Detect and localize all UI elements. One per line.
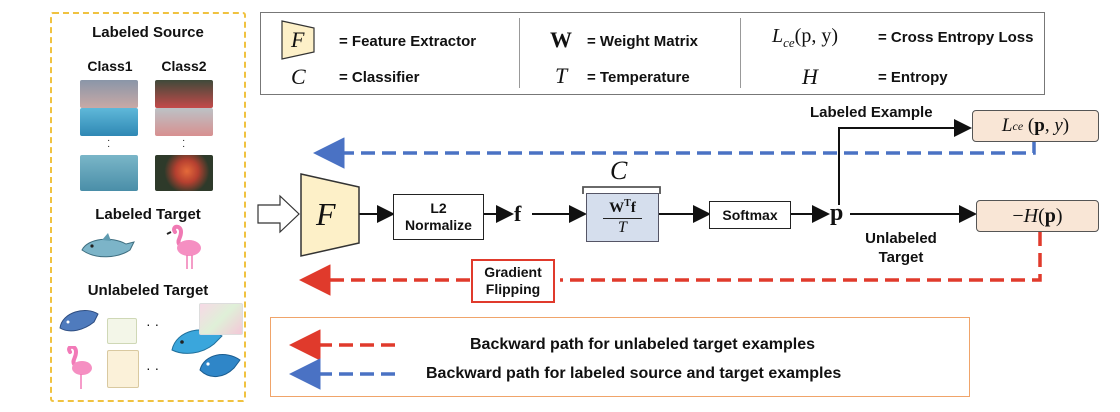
ellipsis-horizontal: · · <box>146 316 160 332</box>
labeled-example-label: Labeled Example <box>810 104 933 121</box>
dolphin-photo <box>80 155 138 191</box>
classifier-bracket <box>582 186 661 194</box>
classifier-block: WTf T <box>586 193 659 242</box>
legend-C-desc: = Classifier <box>339 69 420 86</box>
unlabeled-word: Unlabeled <box>865 230 937 247</box>
labeled-source-title: Labeled Source <box>92 24 204 41</box>
legend-divider <box>519 18 520 88</box>
ellipsis-vertical: ·· <box>107 135 111 152</box>
feature-symbol: f <box>514 201 522 226</box>
flamingo-photo <box>155 80 213 108</box>
flamingo-photo <box>155 108 213 136</box>
cartoon-flamingo-icon <box>166 224 201 269</box>
loss-sub: ce <box>1012 118 1024 133</box>
entropy-expr: −H(p) <box>1012 204 1063 227</box>
classifier-denominator: T <box>618 219 627 236</box>
unlabeled-target-label: Unlabeled Target <box>856 229 946 267</box>
gradient-word: Gradient <box>484 264 542 280</box>
arrow-p-to-Lce <box>838 119 972 205</box>
classifier-numerator: WTf <box>603 198 642 219</box>
blue-path-legend-text: Backward path for labeled source and tar… <box>426 365 842 382</box>
softmax-block: Softmax <box>709 201 791 229</box>
loss-args: (p, y) <box>1027 115 1070 136</box>
flamingo-painting <box>199 303 243 335</box>
dolphin-photo <box>80 80 138 108</box>
labeled-target-title: Labeled Target <box>95 206 201 223</box>
dolphin-photo <box>80 108 138 136</box>
legend-L-letter: L <box>772 25 784 47</box>
blue-backward-path <box>313 137 1036 169</box>
gradient-flipping-block: Gradient Flipping <box>471 259 555 303</box>
ellipsis-vertical: ·· <box>182 135 186 152</box>
legend-L-desc: = Cross Entropy Loss <box>878 29 1034 46</box>
feature-extractor-block <box>300 173 360 257</box>
class1-label: Class1 <box>87 58 133 74</box>
flamingo-photo <box>155 155 213 191</box>
extractor-swatch-icon <box>281 20 315 60</box>
legend-W-desc: = Weight Matrix <box>587 33 698 50</box>
l2-normalize-block: L2 Normalize <box>393 194 484 240</box>
path-legend <box>270 317 970 397</box>
flamingo-sketch <box>107 318 137 344</box>
legend-H-symbol: H <box>802 64 818 89</box>
input-arrow <box>257 194 300 234</box>
legend-T-desc: = Temperature <box>587 69 690 86</box>
l2-label: L2 <box>430 200 447 216</box>
ellipsis-horizontal: · · <box>146 360 160 376</box>
legend-divider <box>740 18 741 88</box>
cartoon-dolphin-icon <box>81 233 135 258</box>
target-word: Target <box>878 249 924 266</box>
red-path-legend-text: Backward path for unlabeled target examp… <box>470 336 815 353</box>
unlabeled-target-title: Unlabeled Target <box>87 282 209 299</box>
legend-W-symbol: W <box>550 27 572 52</box>
cartoon-flamingo-icon <box>67 346 92 389</box>
class2-label: Class2 <box>161 58 207 74</box>
extractor-symbol: F <box>316 196 336 232</box>
classifier-symbol: C <box>610 156 628 185</box>
cartoon-dolphin-icon <box>171 329 223 354</box>
prob-symbol: p <box>830 200 844 226</box>
legend-L-subscript: ce <box>783 35 795 50</box>
legend-F-symbol: F <box>291 27 305 52</box>
legend-H-desc: = Entropy <box>878 69 948 86</box>
legend-C-symbol: C <box>291 64 306 89</box>
data-panel <box>50 12 246 402</box>
notation-legend <box>260 12 1045 95</box>
cartoon-dolphin-icon <box>59 310 99 332</box>
legend-L-args: (p, y) <box>794 25 838 47</box>
flipping-word: Flipping <box>485 281 541 297</box>
legend-F-desc: = Feature Extractor <box>339 33 477 50</box>
normalize-label: Normalize <box>405 217 472 233</box>
red-backward-path-1 <box>560 232 1042 282</box>
dolphin-card <box>107 350 139 388</box>
entropy-loss-box: −H(p) <box>976 200 1099 232</box>
loss-L: L <box>1001 115 1013 136</box>
legend-T-symbol: T <box>555 63 568 88</box>
cartoon-dolphin-icon <box>199 354 241 377</box>
legend-L-symbol: Lce(p, y) <box>772 25 838 51</box>
